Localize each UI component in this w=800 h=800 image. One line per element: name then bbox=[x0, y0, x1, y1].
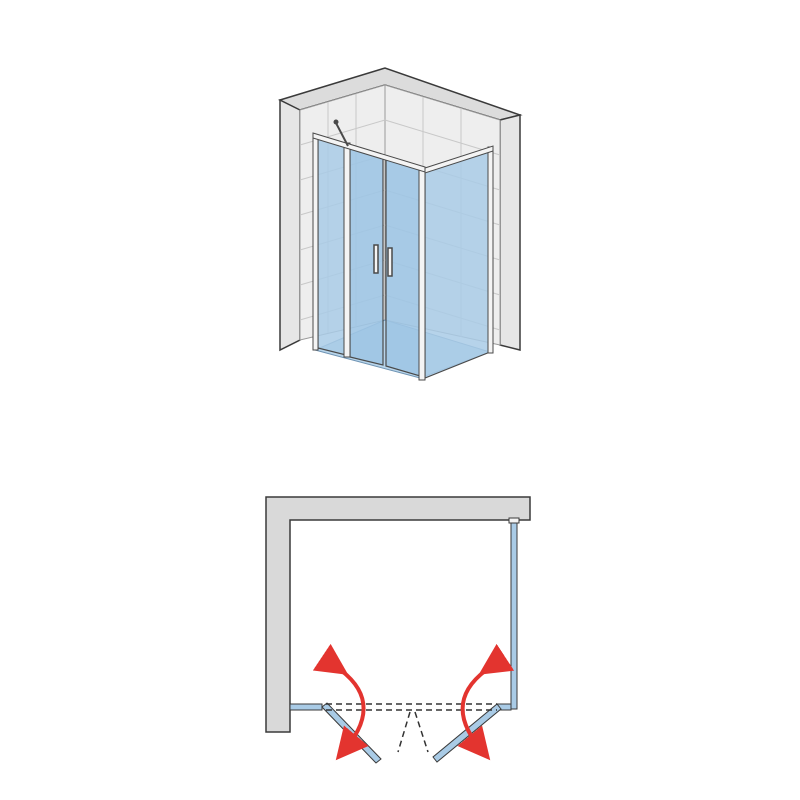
floor-plan-view bbox=[265, 496, 531, 764]
plan-wall bbox=[265, 496, 531, 733]
perspective-view bbox=[277, 67, 523, 381]
plan-side-profile bbox=[508, 517, 520, 524]
plan-left-door bbox=[321, 702, 382, 764]
curved-arrow-icon bbox=[312, 643, 369, 761]
left-fixed-panel bbox=[317, 137, 347, 356]
left-handle-icon bbox=[373, 244, 379, 274]
left-wall bbox=[279, 99, 301, 352]
door-handles bbox=[373, 244, 393, 277]
stabilizer-bar bbox=[335, 122, 349, 147]
plan-side-panel bbox=[510, 520, 518, 710]
swing-arrows bbox=[312, 643, 515, 761]
side-glass-panel bbox=[424, 149, 491, 379]
right-handle-icon bbox=[387, 247, 393, 277]
frame-profiles bbox=[312, 132, 494, 381]
plan-left-fixed-panel bbox=[289, 703, 323, 711]
curved-arrow-icon bbox=[457, 643, 515, 761]
right-wall bbox=[499, 114, 521, 351]
plan-right-door bbox=[432, 703, 502, 763]
stabilizer-mount bbox=[333, 119, 339, 125]
